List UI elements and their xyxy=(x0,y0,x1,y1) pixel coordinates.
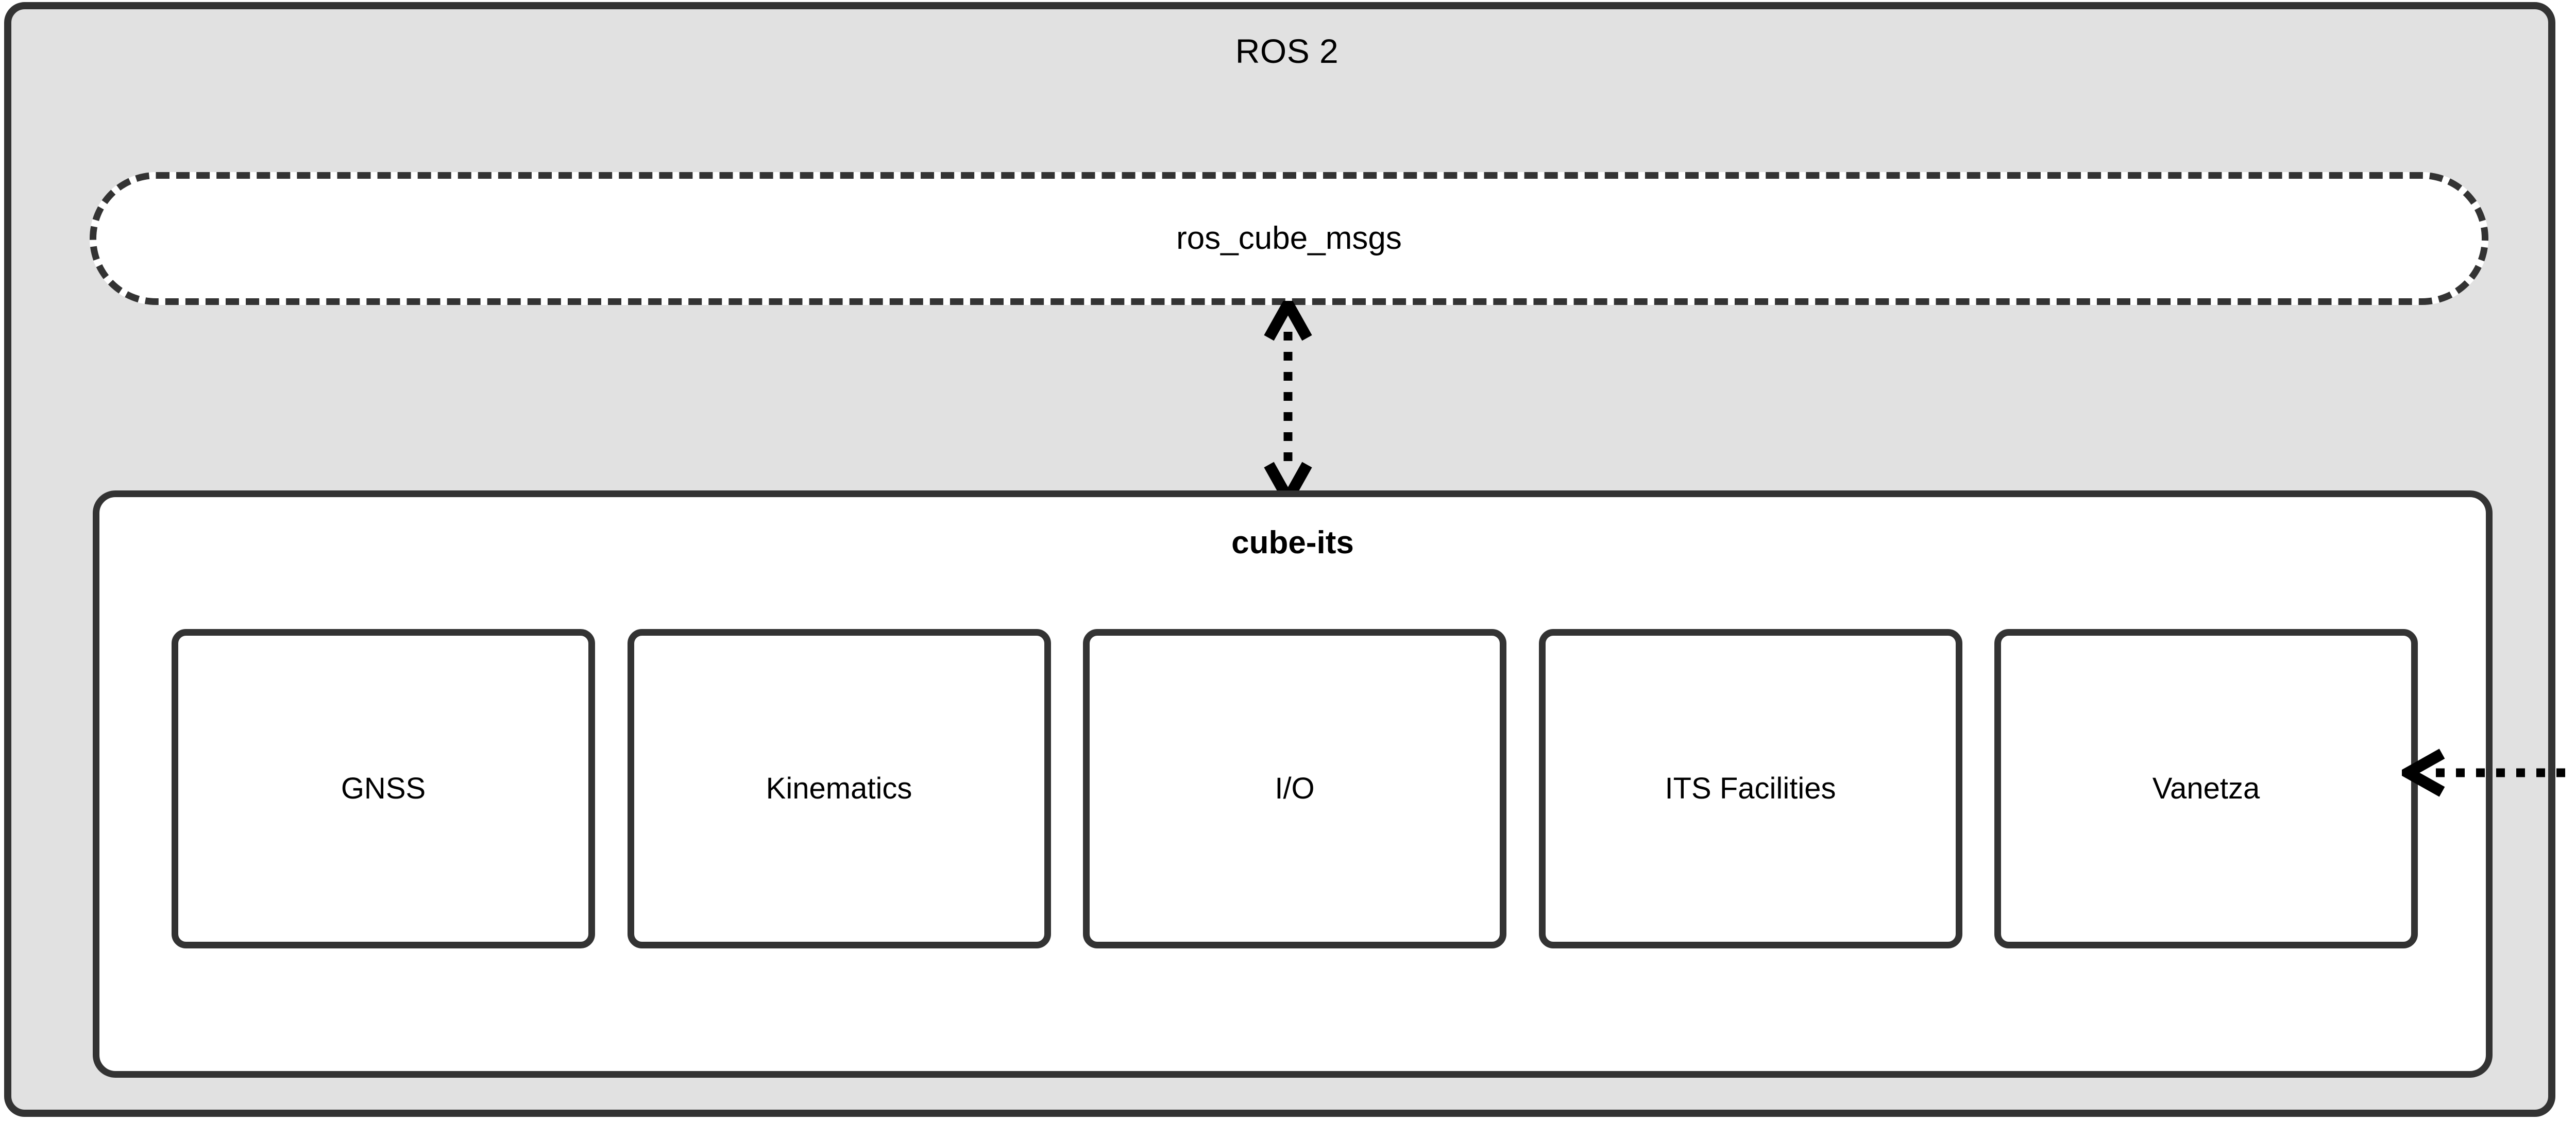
module-vanetza-label: Vanetza xyxy=(2152,772,2260,805)
ros-cube-msgs-label: ros_cube_msgs xyxy=(1176,220,1402,256)
module-io[interactable]: I/O xyxy=(1083,629,1506,948)
msgs-to-cubeits-arrow xyxy=(1239,292,1337,511)
bidirectional-horizontal-arrow-icon xyxy=(2396,749,2576,797)
ros2-title: ROS 2 xyxy=(1235,32,1339,70)
module-its-facilities-label: ITS Facilities xyxy=(1665,772,1836,805)
module-kinematics-label: Kinematics xyxy=(766,772,912,805)
module-io-label: I/O xyxy=(1275,772,1315,805)
ros-cube-msgs-box[interactable]: ros_cube_msgs xyxy=(90,172,2488,305)
cube-its-module-row: GNSS Kinematics I/O ITS Facilities Vanet… xyxy=(172,629,2418,948)
cube-its-title: cube-its xyxy=(1231,525,1354,560)
module-its-facilities[interactable]: ITS Facilities xyxy=(1538,629,1962,948)
module-gnss[interactable]: GNSS xyxy=(172,629,595,948)
cube-its-container: cube-its GNSS Kinematics I/O ITS Facilit… xyxy=(93,490,2493,1078)
module-gnss-label: GNSS xyxy=(341,772,426,805)
module-kinematics[interactable]: Kinematics xyxy=(627,629,1051,948)
ros2-container: ROS 2 ros_cube_msgs cube-its GNSS Kinema… xyxy=(4,2,2555,1117)
module-vanetza[interactable]: Vanetza xyxy=(1994,629,2418,948)
vanetza-to-library-arrow xyxy=(2396,726,2576,819)
bidirectional-vertical-arrow-icon xyxy=(1264,292,1312,511)
